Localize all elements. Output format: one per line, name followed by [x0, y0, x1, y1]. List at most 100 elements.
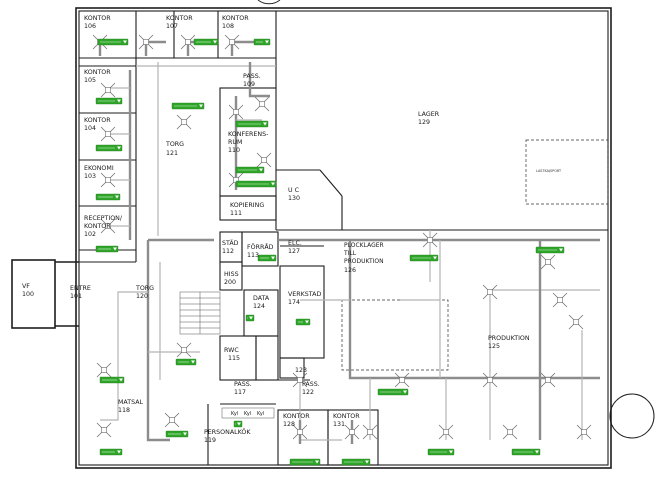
air-diffuser-icon — [100, 82, 116, 98]
room-personalkok119-number: 119 — [204, 437, 216, 444]
room-pass117-label: PASS. — [234, 381, 252, 388]
room-kontor128-number: 128 — [283, 421, 295, 428]
air-diffuser-icon — [568, 314, 584, 330]
room-matsal118-label: MATSAL — [118, 399, 144, 406]
air-diffuser-icon — [502, 424, 518, 440]
room-pass122-label: PASS. — [302, 381, 320, 388]
room-pass109-label: PASS. — [243, 73, 261, 80]
air-diffuser-icon — [138, 34, 154, 50]
room-forrad113-number: 113 — [247, 252, 259, 259]
room-kontor104-label: KONTOR — [84, 117, 111, 124]
valve-tag-icon — [193, 38, 219, 46]
room-rwc115-number: 115 — [228, 355, 240, 362]
air-diffuser-icon — [552, 292, 568, 308]
valve-tag-icon — [175, 358, 197, 366]
valve-tag-icon — [427, 448, 455, 456]
room-pass117-number: 117 — [234, 389, 246, 396]
room-stad112-number: 112 — [222, 248, 234, 255]
valve-tag-icon — [235, 180, 277, 188]
room-entre101-number: 101 — [70, 293, 82, 300]
valve-tag-icon — [97, 38, 129, 46]
room-verkstad174-label: VERKSTAD — [288, 291, 321, 298]
air-diffuser-icon — [176, 342, 192, 358]
kyl-label-2: Kyl — [244, 411, 251, 417]
valve-tag-icon — [253, 38, 271, 46]
air-diffuser-icon — [394, 372, 410, 388]
air-diffuser-icon — [254, 96, 270, 112]
valve-tag-icon — [409, 254, 439, 262]
room-labels: KONTOR 106 KONTOR 107 KONTOR 108 PASS. 1… — [22, 15, 562, 444]
air-diffuser-icon — [100, 172, 116, 188]
room-data124-label: DATA — [253, 295, 270, 302]
air-diffuser-icon — [540, 254, 556, 270]
air-diffuser-icon — [482, 372, 498, 388]
air-diffuser-icon — [422, 232, 438, 248]
air-diffuser-icon — [576, 424, 592, 440]
room-kontor106-number: 106 — [84, 23, 96, 30]
room-kopiering111-label: KOPIERING — [230, 202, 264, 209]
room-torg121-number: 121 — [166, 150, 178, 157]
air-diffuser-icon — [100, 126, 116, 142]
valve-tag-icon — [295, 318, 311, 326]
room-pass122-number: 122 — [302, 389, 314, 396]
room-kontor108-label: KONTOR — [222, 15, 249, 22]
valve-tag-icon — [99, 448, 123, 456]
room-reception102-number: 102 — [84, 231, 96, 238]
room-rwc115-label: RWC — [224, 347, 239, 354]
room-stad112-label: STÄD — [222, 238, 239, 247]
room-hiss200-label: HISS — [224, 271, 239, 278]
valve-tag-icon — [95, 245, 119, 253]
valve-tag-icon — [245, 314, 255, 322]
room-kontor105-number: 105 — [84, 77, 96, 84]
air-diffuser-icon — [256, 152, 272, 168]
air-diffuser-icon — [292, 424, 308, 440]
diffusers — [92, 34, 592, 440]
air-diffuser-icon — [344, 424, 360, 440]
valve-tag-icon — [535, 246, 565, 254]
room-kontor107-number: 107 — [166, 23, 178, 30]
valve-tag-icon — [257, 254, 277, 262]
air-diffuser-icon — [482, 284, 498, 300]
room-123-number: 123 — [295, 367, 307, 374]
room-entre101-label: ENTRE — [70, 285, 91, 292]
room-kontor106-label: KONTOR — [84, 15, 111, 22]
room-verkstad174-number: 174 — [288, 299, 300, 306]
air-diffuser-icon — [96, 422, 112, 438]
valve-tag-icon — [235, 120, 269, 128]
valve-tag-icon — [95, 144, 123, 152]
room-kontor105-label: KONTOR — [84, 69, 111, 76]
interior-walls — [79, 11, 609, 466]
room-hiss200-number: 200 — [224, 279, 236, 286]
room-ekonomi103-number: 103 — [84, 173, 96, 180]
air-diffuser-icon — [96, 362, 112, 378]
valve-tags — [95, 38, 565, 466]
valve-tag-icon — [377, 388, 409, 396]
room-vf100-number: 100 — [22, 291, 34, 298]
kyl-label-3: Kyl — [257, 411, 264, 417]
room-torg120-label: TORG — [135, 285, 154, 292]
room-lager129-label: LAGER — [418, 111, 440, 118]
room-kontor128-label: KONTOR — [283, 413, 310, 420]
valve-tag-icon — [233, 420, 243, 428]
air-diffuser-icon — [100, 218, 116, 234]
air-diffuser-icon — [228, 104, 244, 120]
air-diffuser-icon — [180, 34, 196, 50]
room-torg121-label: TORG — [165, 141, 184, 148]
room-forrad113-label: FÖRRÅD — [247, 242, 274, 251]
lastkajsport-label: LASTKAJSPORT — [536, 169, 562, 173]
valve-tag-icon — [171, 102, 205, 110]
valve-tag-icon — [95, 97, 123, 105]
valve-tag-icon — [99, 376, 125, 384]
valve-tag-icon — [165, 430, 189, 438]
room-plock126-number: 126 — [344, 267, 356, 274]
valve-tag-icon — [235, 166, 265, 174]
room-elc127-number: 127 — [288, 248, 300, 255]
room-kontor104-number: 104 — [84, 125, 96, 132]
room-kontor108-number: 108 — [222, 23, 234, 30]
room-konferens110-number: 110 — [228, 147, 240, 154]
room-ekonomi103-label: EKONOMI — [84, 165, 114, 172]
valve-tag-icon — [289, 458, 321, 466]
room-uc130-number: 130 — [288, 195, 300, 202]
room-kopiering111-number: 111 — [230, 210, 242, 217]
